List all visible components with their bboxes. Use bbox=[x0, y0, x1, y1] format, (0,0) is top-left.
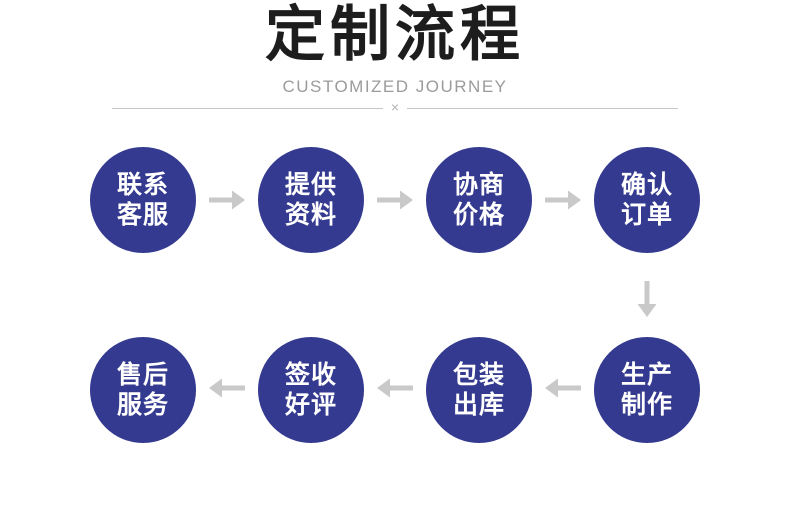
page-subtitle: CUSTOMIZED JOURNEY bbox=[282, 77, 508, 96]
arrow-left-icon bbox=[377, 378, 413, 398]
flow-step-text-line1: 售后 bbox=[116, 361, 169, 389]
divider-line-right bbox=[407, 107, 678, 109]
flow-step-text-line2: 价格 bbox=[452, 201, 505, 229]
arrow-right-icon bbox=[209, 190, 245, 210]
flow-step-3-negotiate-price: 协商 价格 bbox=[426, 147, 532, 253]
page-title: 定制流程 bbox=[265, 1, 525, 68]
flow-step-4-confirm-order: 确认 订单 bbox=[594, 147, 700, 253]
flow-step-text-line2: 服务 bbox=[116, 391, 169, 419]
flow-step-text-line1: 确认 bbox=[620, 171, 673, 199]
flow-step-text-line2: 出库 bbox=[452, 391, 505, 419]
flow-step-text-line1: 包装 bbox=[452, 361, 505, 389]
flow-step-text-line2: 客服 bbox=[116, 201, 169, 229]
arrow-right-icon bbox=[377, 190, 413, 210]
flow-step-text-line2: 资料 bbox=[284, 201, 337, 229]
arrow-left-icon bbox=[545, 378, 581, 398]
flow-step-text-line1: 协商 bbox=[452, 171, 505, 199]
flow-step-text-line1: 联系 bbox=[116, 171, 169, 199]
flow-step-5-production: 生产 制作 bbox=[594, 337, 700, 443]
arrow-left-icon bbox=[209, 378, 245, 398]
divider-x-mark: × bbox=[390, 99, 400, 115]
divider-line-left bbox=[112, 107, 383, 109]
arrow-right-icon bbox=[545, 190, 581, 210]
flow-step-1-contact-service: 联系 客服 bbox=[90, 147, 196, 253]
flow-step-2-provide-materials: 提供 资料 bbox=[258, 147, 364, 253]
flow-step-text-line1: 签收 bbox=[284, 361, 337, 389]
flow-step-text-line1: 生产 bbox=[620, 361, 673, 389]
arrow-down-icon bbox=[637, 281, 657, 317]
flow-step-text-line1: 提供 bbox=[284, 171, 337, 199]
divider: × bbox=[112, 99, 678, 115]
flow-step-text-line2: 制作 bbox=[620, 391, 673, 419]
flow-step-8-after-sales-service: 售后 服务 bbox=[90, 337, 196, 443]
flow-step-7-sign-and-review: 签收 好评 bbox=[258, 337, 364, 443]
flow-step-6-packing-and-shipping: 包装 出库 bbox=[426, 337, 532, 443]
flow-step-text-line2: 好评 bbox=[284, 391, 337, 419]
flow-step-text-line2: 订单 bbox=[620, 201, 673, 229]
